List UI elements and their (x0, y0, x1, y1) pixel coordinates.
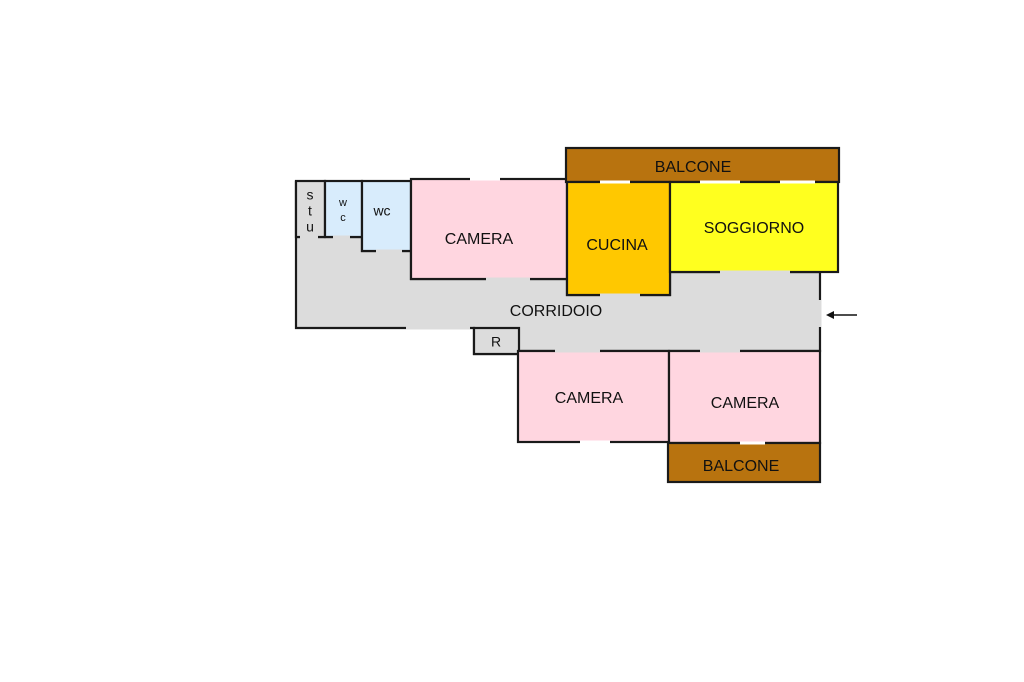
camera-bottom-right-room (667, 349, 822, 445)
soggiorno-room (668, 180, 840, 274)
balcone-top-label: BALCONE (655, 159, 731, 176)
cucina-label: CUCINA (586, 237, 648, 254)
ripostiglio-label: R (491, 334, 501, 350)
door-openings (300, 177, 822, 445)
balcone-bottom (666, 441, 822, 484)
wc-small-label-c: c (340, 212, 346, 224)
corridoio-label: CORRIDOIO (510, 303, 602, 320)
camera-top-label: CAMERA (445, 231, 514, 248)
ripostiglio-room (472, 326, 521, 356)
balcone-bottom-label: BALCONE (703, 458, 779, 475)
wc-small-label-w: w (338, 197, 347, 209)
camera-bottom-right-label: CAMERA (711, 395, 780, 412)
wc-label: wc (372, 203, 390, 219)
camera-bottom-left-room (516, 349, 671, 444)
arrow-left-icon (826, 311, 857, 319)
stu-label-s: s (307, 187, 314, 203)
stu-label-t: t (308, 203, 312, 219)
stu-label-u: u (306, 219, 314, 235)
wc-small-room (323, 179, 364, 239)
soggiorno-label: SOGGIORNO (704, 220, 804, 237)
camera-bottom-left-label: CAMERA (555, 390, 624, 407)
balcone-top (564, 146, 841, 184)
camera-top-room (409, 177, 569, 281)
